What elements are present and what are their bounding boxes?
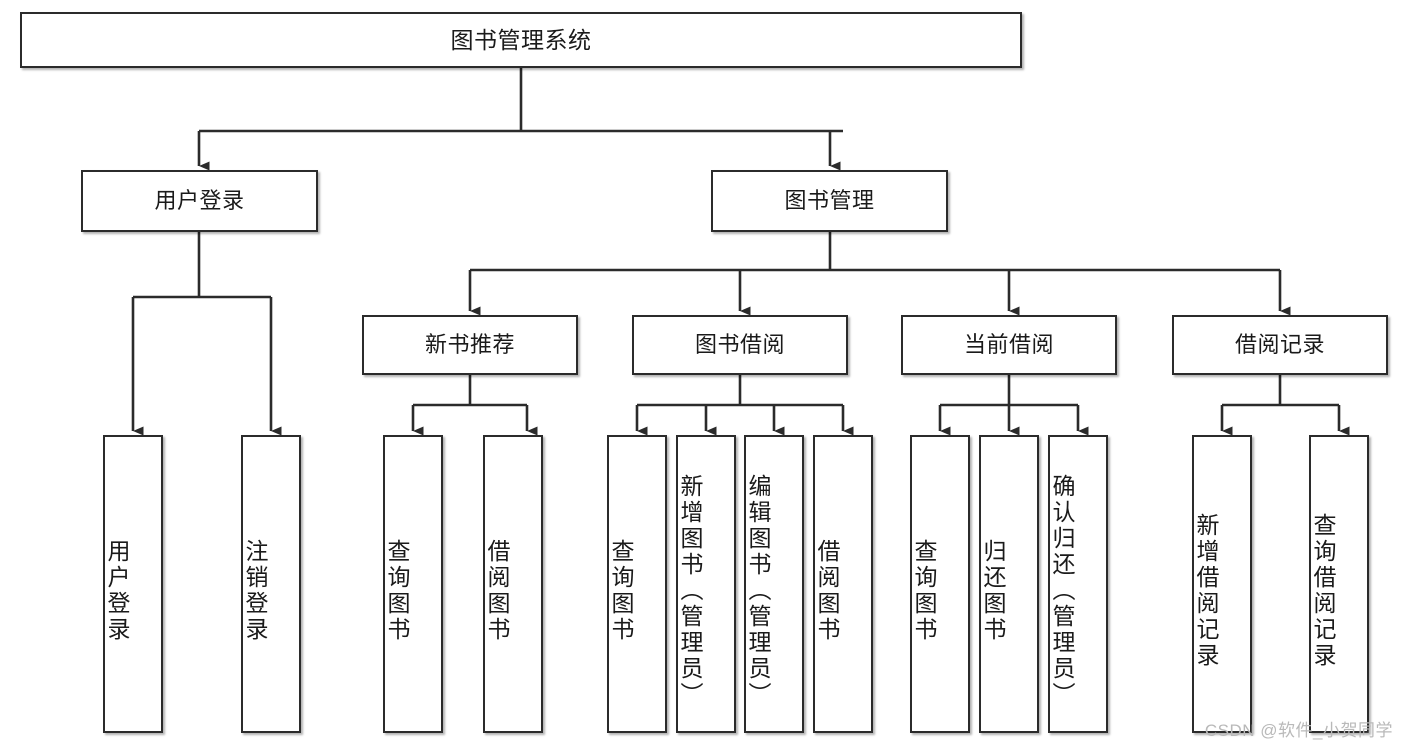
node-leaf-add-book-label: 新增图书（管理员） xyxy=(677,474,703,708)
node-leaf-add-record[interactable]: 新增借阅记录 xyxy=(1192,435,1252,733)
node-leaf-edit-book[interactable]: 编辑图书（管理员） xyxy=(744,435,804,733)
node-new-book-recommend[interactable]: 新书推荐 xyxy=(362,315,578,375)
node-leaf-query-record[interactable]: 查询借阅记录 xyxy=(1309,435,1369,733)
node-leaf-user-logout-label: 注销登录 xyxy=(242,539,268,643)
node-leaf-user-login[interactable]: 用户登录 xyxy=(103,435,163,733)
node-leaf-query-book-3[interactable]: 查询图书 xyxy=(910,435,970,733)
node-book-borrow[interactable]: 图书借阅 xyxy=(632,315,848,375)
node-leaf-return-book-label: 归还图书 xyxy=(980,539,1006,643)
node-leaf-borrow-book-2-label: 借阅图书 xyxy=(814,539,840,643)
node-leaf-query-book-3-label: 查询图书 xyxy=(911,539,937,643)
node-leaf-edit-book-label: 编辑图书（管理员） xyxy=(745,474,771,708)
node-leaf-user-logout[interactable]: 注销登录 xyxy=(241,435,301,733)
node-user-login-label: 用户登录 xyxy=(154,188,245,214)
node-leaf-borrow-book-2[interactable]: 借阅图书 xyxy=(813,435,873,733)
node-borrow-record[interactable]: 借阅记录 xyxy=(1172,315,1388,375)
node-book-manage-label: 图书管理 xyxy=(784,188,875,214)
node-book-borrow-label: 图书借阅 xyxy=(694,332,785,358)
node-leaf-query-book-2-label: 查询图书 xyxy=(608,539,634,643)
node-root[interactable]: 图书管理系统 xyxy=(20,12,1022,68)
node-leaf-confirm-return-label: 确认归还（管理员） xyxy=(1049,474,1075,708)
node-current-borrow-label: 当前借阅 xyxy=(963,332,1054,358)
node-leaf-confirm-return[interactable]: 确认归还（管理员） xyxy=(1048,435,1108,733)
node-leaf-add-record-label: 新增借阅记录 xyxy=(1193,513,1219,669)
node-leaf-borrow-book-1-label: 借阅图书 xyxy=(484,539,510,643)
node-leaf-query-book-1-label: 查询图书 xyxy=(384,539,410,643)
node-leaf-query-book-1[interactable]: 查询图书 xyxy=(383,435,443,733)
node-leaf-query-book-2[interactable]: 查询图书 xyxy=(607,435,667,733)
node-root-label: 图书管理系统 xyxy=(450,26,592,53)
node-book-manage[interactable]: 图书管理 xyxy=(711,170,948,232)
node-user-login[interactable]: 用户登录 xyxy=(81,170,318,232)
node-leaf-borrow-book-1[interactable]: 借阅图书 xyxy=(483,435,543,733)
node-leaf-query-record-label: 查询借阅记录 xyxy=(1310,513,1336,669)
node-new-book-recommend-label: 新书推荐 xyxy=(424,332,515,358)
node-borrow-record-label: 借阅记录 xyxy=(1234,332,1325,358)
node-leaf-add-book[interactable]: 新增图书（管理员） xyxy=(676,435,736,733)
node-current-borrow[interactable]: 当前借阅 xyxy=(901,315,1117,375)
node-leaf-user-login-label: 用户登录 xyxy=(104,539,130,643)
node-leaf-return-book[interactable]: 归还图书 xyxy=(979,435,1039,733)
